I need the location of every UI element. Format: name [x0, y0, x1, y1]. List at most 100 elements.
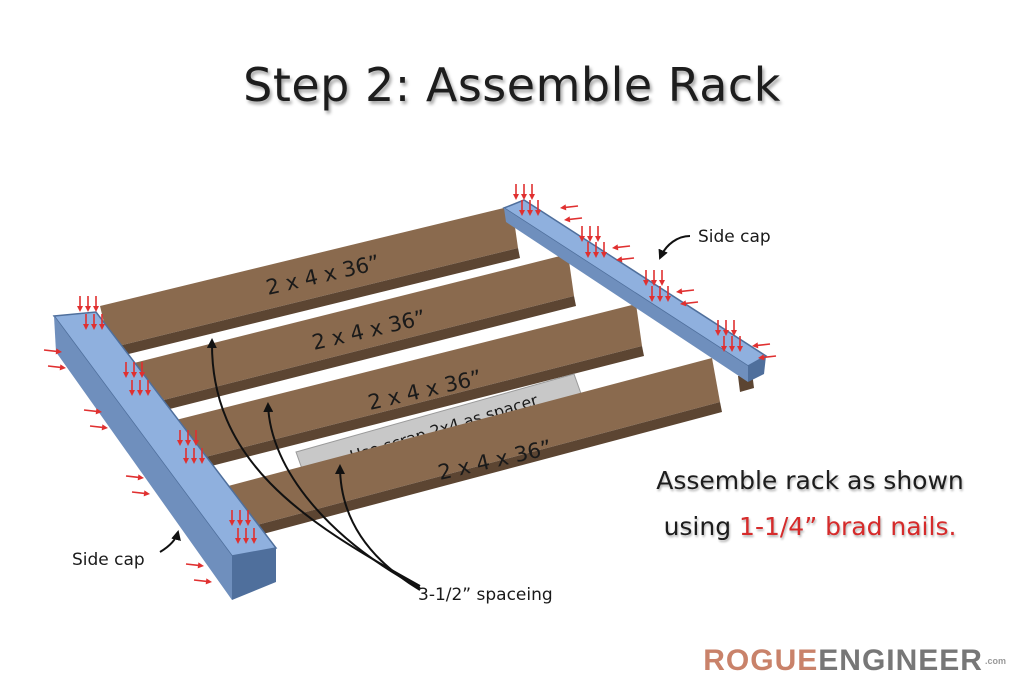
nail-arrowhead — [715, 330, 721, 336]
nail-arrowhead — [593, 252, 599, 258]
nail-arrow — [89, 425, 105, 429]
nail-arrowhead — [91, 324, 97, 330]
nail-arrowhead — [77, 306, 83, 312]
nail-arrowhead — [521, 194, 527, 200]
brand-logo: ROGUEENGINEER.com — [703, 646, 1006, 676]
nail-arrowhead — [564, 216, 571, 223]
nail-arrowhead — [143, 490, 150, 497]
nail-arrowhead — [199, 458, 205, 464]
nail-arrowhead — [145, 390, 151, 396]
side-cap-right-label: Side cap — [698, 227, 771, 247]
nail-arrowhead — [193, 440, 199, 446]
nail-arrowhead — [560, 204, 567, 211]
board-3: 2 x 4 x 36” — [160, 304, 644, 476]
brand-part-1: ROGUE — [703, 644, 819, 677]
spacing-arrows — [159, 235, 691, 591]
side-cap-left — [52, 311, 278, 600]
nail-arrowhead — [93, 306, 99, 312]
nail-arrowhead — [665, 296, 671, 302]
nail-arrowhead — [245, 520, 251, 526]
nail-arrowhead — [139, 372, 145, 378]
nail-arrowhead — [601, 252, 607, 258]
nail-arrowhead — [131, 372, 137, 378]
nail-arrows — [43, 184, 777, 585]
nail-arrowhead — [129, 390, 135, 396]
nail-arrowhead — [55, 348, 62, 355]
nail-arrowhead — [729, 346, 735, 352]
board-2: 2 x 4 x 36” — [130, 254, 576, 416]
nail-arrow — [679, 289, 695, 293]
nail-arrowhead — [137, 474, 144, 481]
note-line-1: Assemble rack as shown — [656, 466, 964, 495]
nail-arrowhead — [595, 236, 601, 242]
nail-arrowhead — [585, 252, 591, 258]
nail-arrow — [563, 205, 579, 209]
nail-arrow — [47, 365, 63, 369]
nail-arrowhead — [731, 330, 737, 336]
nail-arrow — [185, 563, 201, 567]
nail-size-highlight: 1-1/4” brad nails. — [739, 512, 957, 541]
nail-arrowhead — [85, 306, 91, 312]
nail-arrowhead — [737, 346, 743, 352]
brand-suffix: .com — [984, 656, 1006, 666]
nail-arrowhead — [251, 538, 257, 544]
nail-arrowhead — [229, 520, 235, 526]
side-cap-right — [502, 199, 768, 382]
nail-arrowhead — [657, 296, 663, 302]
nail-arrowhead — [651, 280, 657, 286]
nail-arrowhead — [197, 562, 204, 569]
nail-arrow — [193, 579, 209, 583]
nail-arrowhead — [205, 578, 212, 585]
nail-arrow — [83, 409, 99, 413]
nail-arrowhead — [83, 324, 89, 330]
nail-arrow — [755, 343, 771, 347]
nail-arrowhead — [649, 296, 655, 302]
nail-arrowhead — [587, 236, 593, 242]
note-line-2-prefix: using — [663, 512, 740, 541]
nail-arrowhead — [191, 458, 197, 464]
nail-arrowhead — [99, 324, 105, 330]
nail-arrowhead — [183, 458, 189, 464]
nail-arrowhead — [243, 538, 249, 544]
side-cap-left-label: Side cap — [72, 550, 145, 570]
nail-arrowhead — [535, 210, 541, 216]
page-title: Step 2: Assemble Rack — [243, 58, 781, 112]
nail-arrowhead — [527, 210, 533, 216]
nail-arrow — [43, 349, 59, 353]
nail-arrow — [619, 257, 635, 261]
nail-arrowhead — [758, 354, 765, 361]
nail-arrowhead — [752, 342, 759, 349]
nail-arrowhead — [529, 194, 535, 200]
note-line-2: using 1-1/4” brad nails. — [610, 504, 1010, 550]
nail-arrow — [683, 301, 699, 305]
nail-arrowhead — [721, 346, 727, 352]
nail-arrowhead — [680, 300, 687, 307]
nail-arrow — [131, 491, 147, 495]
nail-arrowhead — [137, 390, 143, 396]
nail-arrowhead — [185, 440, 191, 446]
nail-arrowhead — [101, 424, 108, 431]
nail-arrowhead — [123, 372, 129, 378]
nail-arrowhead — [177, 440, 183, 446]
nail-arrow — [615, 245, 631, 249]
nail-arrowhead — [235, 538, 241, 544]
assembly-note: Assemble rack as shown using 1-1/4” brad… — [610, 458, 1010, 550]
nail-arrowhead — [616, 256, 623, 263]
nail-arrow — [125, 475, 141, 479]
nail-arrowhead — [519, 210, 525, 216]
nail-arrowhead — [612, 244, 619, 251]
nail-arrowhead — [676, 288, 683, 295]
brand-part-2: ENGINEER — [818, 644, 983, 677]
nail-arrowhead — [95, 408, 102, 415]
nail-arrowhead — [643, 280, 649, 286]
nail-arrowhead — [579, 236, 585, 242]
nail-arrowhead — [659, 280, 665, 286]
nail-arrow — [761, 355, 777, 359]
nail-arrowhead — [237, 520, 243, 526]
spacing-label: 3-1/2” spaceing — [418, 585, 553, 605]
nail-arrowhead — [723, 330, 729, 336]
nail-arrowhead — [59, 364, 66, 371]
nail-arrowhead — [513, 194, 519, 200]
